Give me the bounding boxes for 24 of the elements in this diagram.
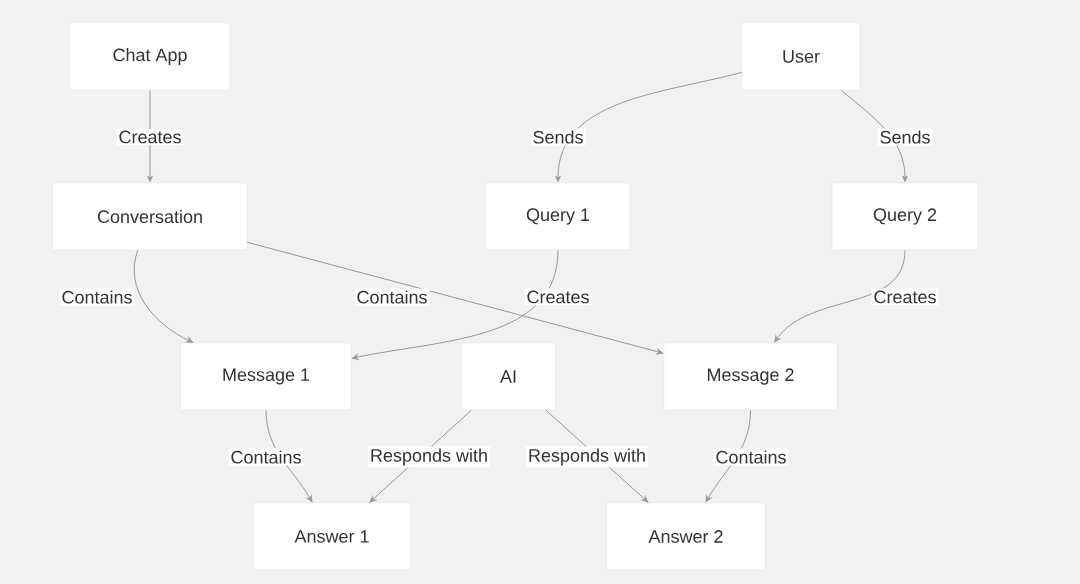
process-box: AI: [461, 342, 556, 411]
process-box: Answer 1: [253, 502, 411, 571]
arrow: [555, 71, 743, 183]
process-box: Query 2: [831, 182, 979, 251]
arrow: [840, 89, 908, 183]
process-box: User: [741, 22, 861, 91]
arrow: [351, 249, 559, 360]
edge-label: Contains: [713, 448, 789, 466]
arrow: [774, 249, 906, 343]
arrow: [246, 241, 664, 355]
process-box: Message 1: [180, 342, 352, 411]
arrow: [705, 409, 751, 503]
edge-label: Contains: [354, 288, 430, 306]
process-box: Conversation: [52, 182, 248, 251]
edge-label: Sends: [877, 128, 933, 146]
process-box: Chat App: [69, 22, 231, 91]
process-box: Query 1: [485, 182, 631, 251]
arrow: [133, 249, 194, 343]
process-box: Message 2: [663, 342, 838, 411]
process-box: Answer 2: [606, 502, 766, 571]
edge-label: Contains: [228, 448, 304, 466]
arrow: [265, 409, 313, 503]
edge-label: Contains: [59, 288, 135, 306]
edge-label: Sends: [530, 128, 586, 146]
